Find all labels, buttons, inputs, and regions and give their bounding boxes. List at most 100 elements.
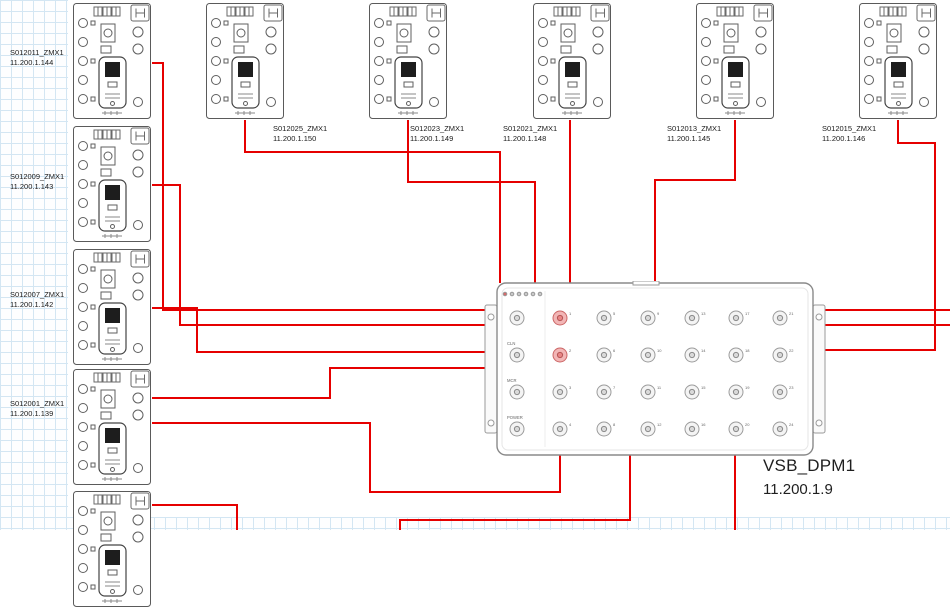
port-label: 14 bbox=[701, 348, 706, 353]
device-ip-address: 11.200.1.145 bbox=[667, 134, 711, 143]
hub-label: VSB_DPM1 11.200.1.9 bbox=[763, 456, 855, 498]
relay-module-icon bbox=[98, 302, 127, 355]
port-label: 9 bbox=[657, 311, 660, 316]
terminal-block-icon bbox=[93, 252, 121, 263]
h-connector-icon bbox=[130, 127, 150, 145]
bottom-ticks-icon bbox=[102, 477, 122, 481]
terminal-block-icon bbox=[553, 6, 581, 17]
port-label: CLN bbox=[507, 341, 515, 346]
bottom-ticks-icon bbox=[562, 111, 582, 115]
bottom-ticks-icon bbox=[235, 111, 255, 115]
relay-module-icon bbox=[98, 422, 127, 475]
device-ip-address: 11.200.1.139 bbox=[10, 409, 54, 418]
right-port-icons bbox=[428, 26, 440, 107]
zmx-device[interactable] bbox=[532, 2, 612, 120]
connector-pin-icon bbox=[600, 425, 608, 433]
connector-pin-icon bbox=[556, 351, 564, 359]
bottom-ticks-icon bbox=[725, 111, 745, 115]
zmx-device[interactable] bbox=[72, 248, 152, 366]
port-label: 3 bbox=[569, 385, 572, 390]
relay-module-icon bbox=[98, 544, 127, 597]
zmx-device[interactable] bbox=[695, 2, 775, 120]
connector-pin-icon bbox=[644, 388, 652, 396]
connector-pin-icon bbox=[732, 388, 740, 396]
zmx-device[interactable] bbox=[72, 368, 152, 486]
connector-pin-icon bbox=[556, 425, 564, 433]
connector-pin-icon bbox=[776, 314, 784, 322]
relay-module-icon bbox=[231, 56, 260, 109]
wire[interactable] bbox=[399, 455, 631, 530]
terminal-block-icon bbox=[389, 6, 417, 17]
device-ip-address: 11.200.1.149 bbox=[410, 134, 454, 143]
connector-pin-icon bbox=[644, 314, 652, 322]
wire[interactable] bbox=[152, 367, 497, 399]
wire[interactable] bbox=[244, 120, 501, 283]
device-name: S012021_ZMX1 bbox=[503, 124, 558, 133]
left-port-icons bbox=[78, 141, 96, 227]
wire[interactable] bbox=[654, 120, 736, 283]
connector-pin-icon bbox=[644, 351, 652, 359]
connector-pin-icon bbox=[776, 388, 784, 396]
connector-pin-icon bbox=[688, 314, 696, 322]
h-connector-icon bbox=[130, 370, 150, 388]
bottom-ticks-icon bbox=[888, 111, 908, 115]
port-label: 11 bbox=[657, 385, 662, 390]
wire[interactable] bbox=[152, 307, 497, 353]
port-label: 24 bbox=[789, 422, 794, 427]
terminal-block-icon bbox=[716, 6, 744, 17]
wire[interactable] bbox=[407, 120, 536, 283]
wire[interactable] bbox=[152, 422, 561, 493]
hub-ip-address: 11.200.1.9 bbox=[763, 481, 833, 498]
port-label: 5 bbox=[613, 311, 616, 316]
terminal-block-icon bbox=[93, 372, 121, 383]
led-icon bbox=[502, 291, 508, 297]
connector-pin-icon bbox=[688, 351, 696, 359]
zmx-device[interactable] bbox=[368, 2, 448, 120]
zmx-device[interactable] bbox=[72, 2, 152, 120]
connector-pin-icon bbox=[732, 351, 740, 359]
device-ip-address: 11.200.1.146 bbox=[822, 134, 866, 143]
device-name: S012013_ZMX1 bbox=[667, 124, 722, 133]
h-connector-icon bbox=[130, 4, 150, 22]
right-port-icons bbox=[132, 272, 144, 353]
module-icons bbox=[233, 23, 249, 54]
led-icon bbox=[537, 291, 543, 297]
port-label: 16 bbox=[701, 422, 706, 427]
connector-pin-icon bbox=[688, 388, 696, 396]
connector-pin-icon bbox=[776, 425, 784, 433]
connector-pin-icon bbox=[644, 425, 652, 433]
port-label: 20 bbox=[745, 422, 750, 427]
port-label: 22 bbox=[789, 348, 794, 353]
bottom-ticks-icon bbox=[102, 111, 122, 115]
module-icons bbox=[100, 269, 116, 300]
wires-layer bbox=[152, 62, 950, 530]
port-label: 18 bbox=[745, 348, 750, 353]
left-port-icons bbox=[701, 18, 719, 104]
right-port-icons bbox=[592, 26, 604, 107]
zmx-device[interactable] bbox=[72, 490, 152, 608]
h-connector-icon bbox=[590, 4, 610, 22]
connector-pin-icon bbox=[513, 351, 521, 359]
wire[interactable] bbox=[152, 62, 497, 311]
module-icons bbox=[396, 23, 412, 54]
device-ip-address: 11.200.1.144 bbox=[10, 58, 54, 67]
h-connector-icon bbox=[753, 4, 773, 22]
zmx-device[interactable] bbox=[205, 2, 285, 120]
relay-module-icon bbox=[558, 56, 587, 109]
wire[interactable] bbox=[825, 120, 936, 351]
wire[interactable] bbox=[152, 504, 238, 530]
wire[interactable] bbox=[152, 184, 497, 326]
zmx-device[interactable] bbox=[858, 2, 938, 120]
port-label: MCR bbox=[507, 378, 517, 383]
zmx-device[interactable] bbox=[72, 125, 152, 243]
panel-top-notch bbox=[632, 280, 660, 286]
